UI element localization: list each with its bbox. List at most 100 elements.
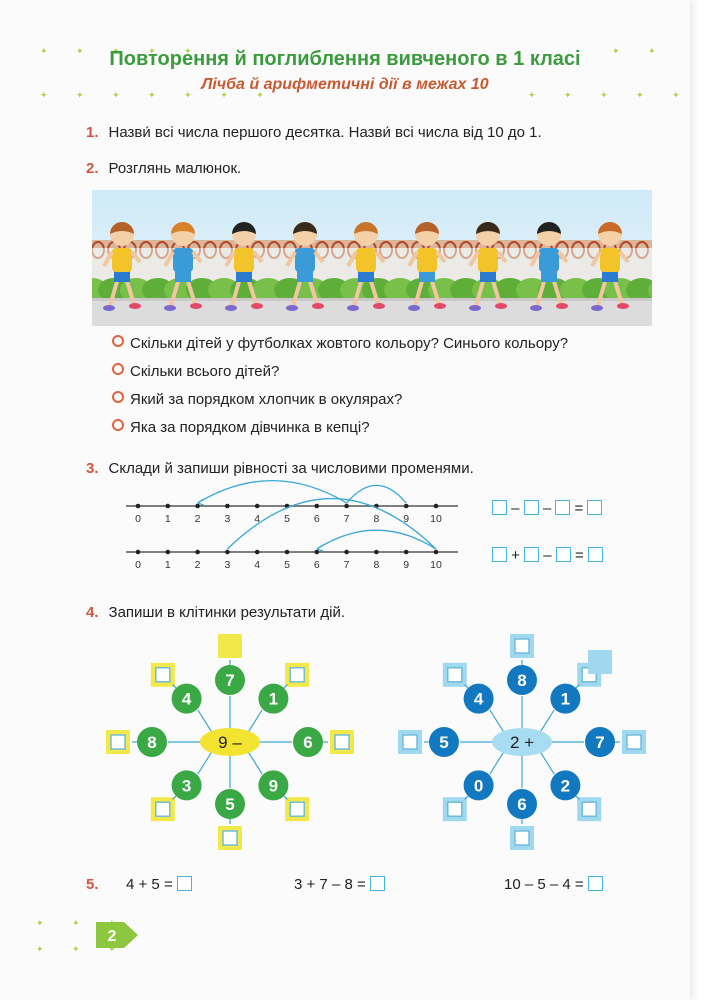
tick-label: 3 — [224, 513, 230, 525]
list-item: Який за порядком хлопчик в окулярах? — [112, 390, 568, 418]
task-text: Назви́ всі числа першого десятка. Назви́… — [108, 124, 542, 141]
answer-box[interactable] — [555, 500, 571, 515]
tick-label: 0 — [135, 513, 141, 525]
arrow — [197, 709, 213, 733]
tick-dot — [195, 549, 200, 555]
number-circle — [171, 770, 202, 801]
arrow — [283, 684, 288, 689]
running-children-illustration — [76, 190, 680, 326]
bullet-icon — [112, 363, 124, 375]
tick-dot — [403, 503, 409, 509]
answer-box[interactable] — [492, 547, 507, 562]
list-item: Скільки дітей у футболках жовтого кольор… — [112, 334, 568, 362]
answer-box[interactable] — [524, 547, 540, 562]
answer-box[interactable] — [587, 547, 603, 562]
number-circle — [429, 727, 459, 757]
arrow — [539, 709, 555, 733]
arrow-head — [197, 498, 204, 506]
decorative-dots: ✦ ✦ ✦ ✦ ✦ ✦ — [528, 90, 690, 100]
tick-label: 6 — [314, 513, 320, 525]
answer-box — [402, 734, 418, 750]
arrow — [489, 751, 505, 775]
tick-label: 2 — [195, 559, 201, 571]
circle-number: 0 — [474, 776, 483, 795]
answer-box[interactable] — [369, 876, 385, 891]
task-text: Запиши в клітинки результати дій. — [108, 604, 345, 621]
tick-label: 9 — [403, 513, 409, 525]
answer-box-frame — [510, 634, 534, 658]
expression-1: 4 + 5 = — [126, 876, 192, 893]
child-figure — [285, 222, 325, 311]
bullet-icon — [112, 419, 124, 431]
number-circle — [171, 683, 202, 714]
tick-dot — [165, 503, 171, 509]
answer-box[interactable] — [587, 500, 603, 515]
bullet-icon — [112, 335, 124, 347]
arrow — [575, 795, 580, 800]
tick-label: 2 — [195, 513, 201, 525]
number-circle — [137, 727, 167, 757]
circle-number: 4 — [474, 690, 484, 709]
circle-number: 1 — [561, 690, 570, 709]
answer-box-frame — [285, 797, 310, 822]
given-box — [588, 650, 612, 674]
tick-label: 1 — [165, 559, 171, 571]
tick-dot — [135, 503, 141, 509]
tick-dot — [314, 549, 320, 555]
answer-box[interactable] — [523, 500, 539, 515]
circle-number: 4 — [182, 690, 192, 709]
answer-box-frame — [577, 662, 602, 687]
answer-box — [581, 667, 597, 683]
circle-number: 7 — [595, 733, 604, 752]
number-circle — [463, 683, 494, 714]
child-figure — [468, 222, 508, 311]
answer-box[interactable] — [555, 547, 571, 562]
number-circle — [215, 789, 245, 819]
tick-label: 5 — [284, 513, 290, 525]
arrow — [464, 684, 469, 689]
answer-box — [626, 734, 642, 750]
center-operation-label: 2 + — [510, 733, 534, 752]
answer-box[interactable] — [492, 500, 507, 515]
number-circle — [507, 789, 537, 819]
tick-label: 10 — [430, 513, 442, 525]
answer-box[interactable] — [587, 876, 603, 891]
jump-arc — [226, 498, 437, 550]
arrow — [247, 751, 263, 775]
decorative-dots: ✦ ✦ ✦ ✦ ✦ ✦ ✦ — [40, 90, 277, 100]
arrow — [464, 795, 469, 800]
jump-arc — [197, 480, 347, 504]
answer-box-frame — [330, 730, 354, 754]
jump-arc — [316, 529, 437, 550]
answer-box — [155, 667, 171, 683]
number-circle — [585, 727, 615, 757]
circle-number: 3 — [182, 776, 191, 795]
page-title: Повторення й поглиблення вивченого в 1 к… — [109, 48, 581, 70]
tick-dot — [254, 503, 260, 509]
number-circle — [215, 665, 245, 695]
decorative-dots: ✦ ✦ — [612, 46, 669, 56]
expression-2: 3 + 7 – 8 = — [294, 876, 385, 893]
answer-box — [514, 830, 530, 846]
answer-box — [581, 801, 597, 817]
task-text: Розглянь малюнок. — [108, 160, 242, 177]
answer-box[interactable] — [176, 876, 192, 891]
answer-box-frame — [218, 826, 242, 850]
tick-label: 3 — [224, 559, 230, 571]
bullet-icon — [112, 391, 124, 403]
given-value: 3 — [596, 655, 604, 672]
number-circle — [258, 683, 289, 714]
tick-label: 6 — [314, 559, 320, 571]
textbook-page: ✦ ✦ ✦ ✦ ✦ ✦ ✦ ✦ ✦ ✦ ✦ ✦ ✦ ✦ ✦ ✦ ✦ ✦ ✦ ✦ … — [36, 46, 690, 954]
tick-label: 10 — [430, 559, 442, 571]
answer-box-frame — [218, 634, 242, 658]
tick-dot — [344, 503, 349, 509]
tick-dot — [344, 549, 349, 555]
given-value: 2 — [226, 639, 234, 656]
answer-box — [110, 734, 126, 750]
circle-number: 2 — [561, 776, 570, 795]
tick-dot — [403, 549, 409, 555]
circle-number: 9 — [269, 776, 278, 795]
answer-box-frame — [285, 662, 310, 687]
arrow — [172, 684, 177, 689]
